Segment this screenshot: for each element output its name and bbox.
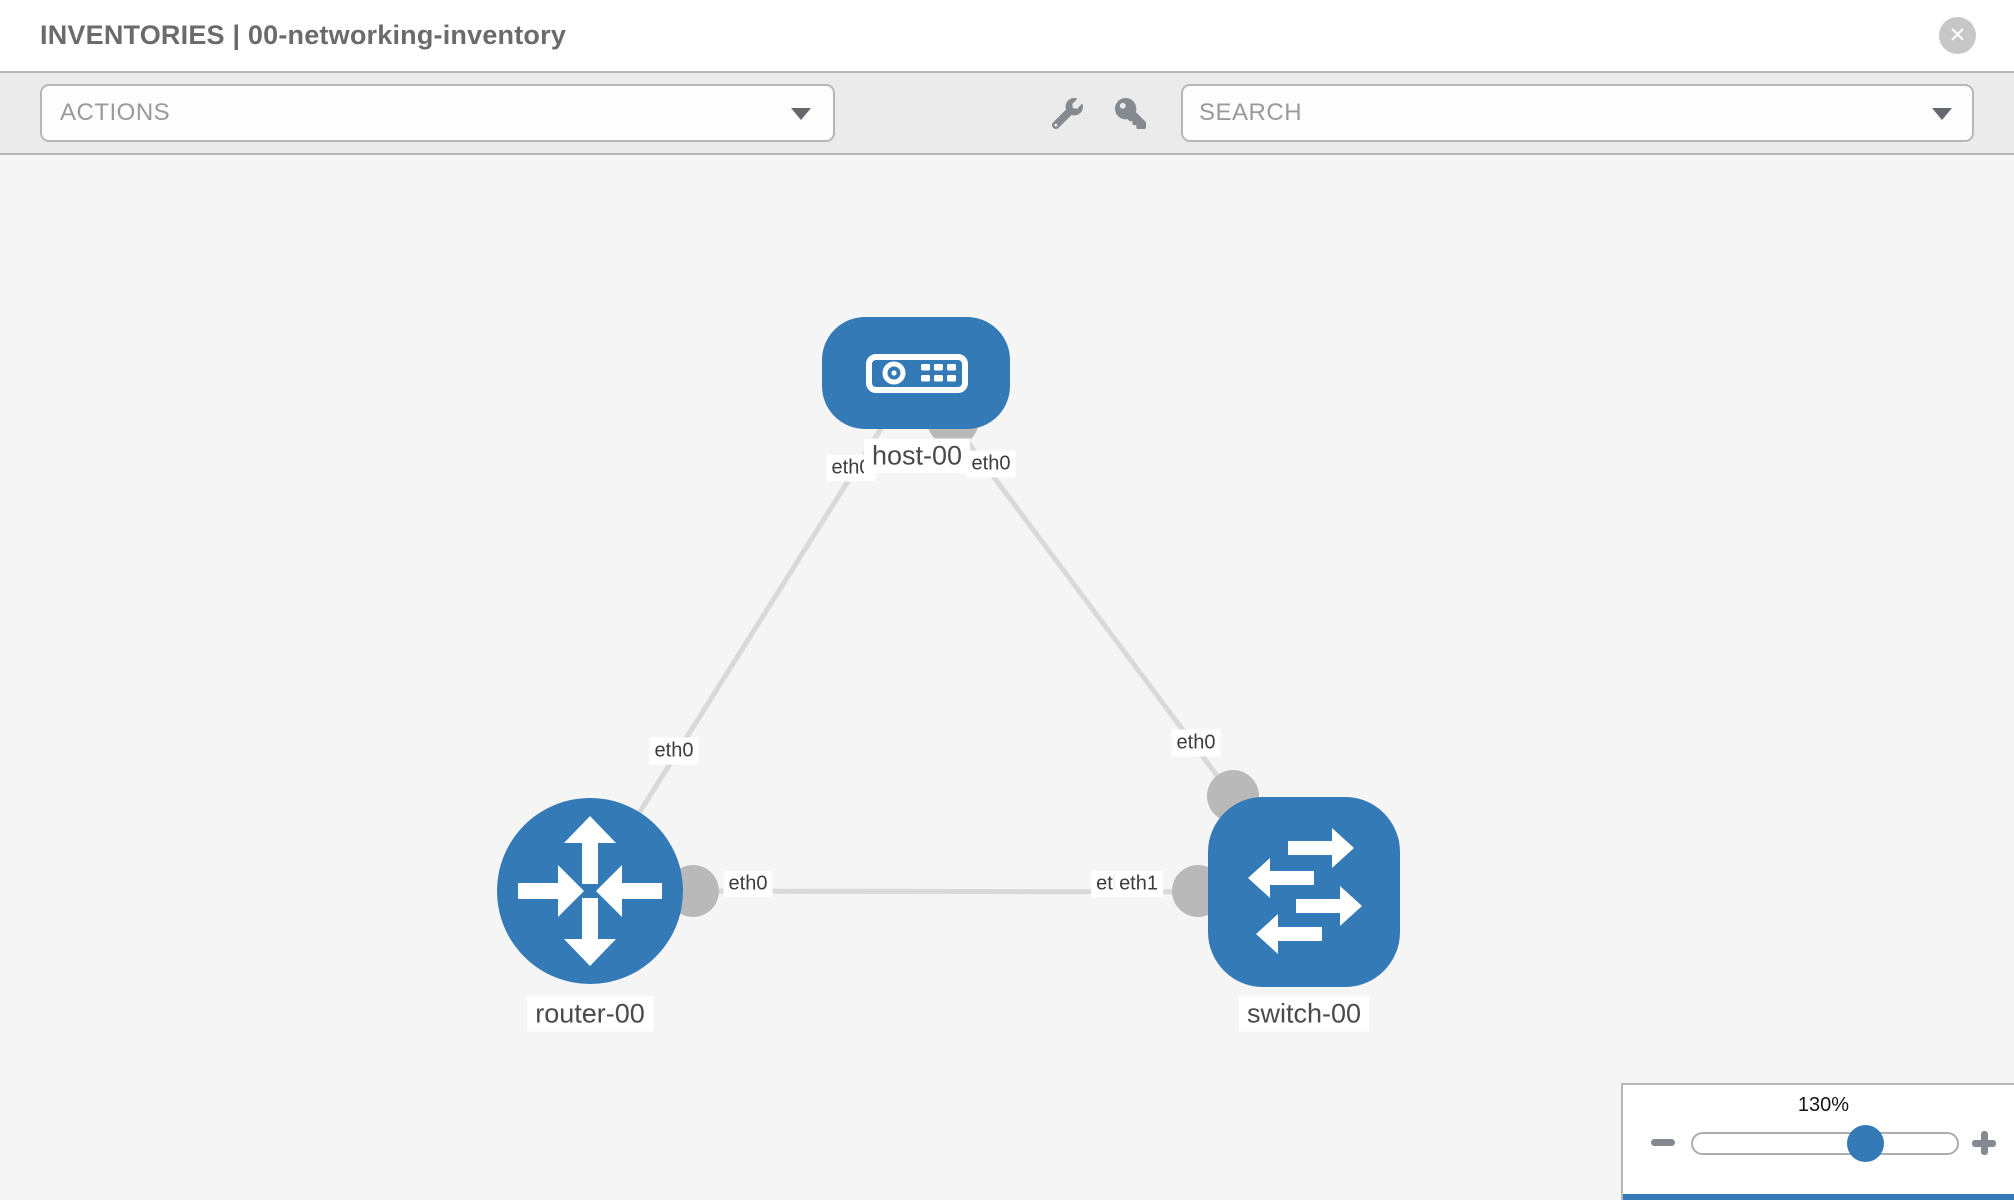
- zoom-out-button[interactable]: [1651, 1139, 1675, 1146]
- zoom-slider[interactable]: [1691, 1132, 1959, 1155]
- zoom-panel: 130%: [1621, 1083, 2014, 1200]
- interface-label-switch-top: eth0: [1171, 729, 1221, 757]
- interface-label-switch-left-cluster: eth0 eth1: [1091, 870, 1163, 898]
- node-label-host: host-00: [863, 438, 971, 474]
- host-icon: [866, 354, 968, 393]
- zoom-slider-handle[interactable]: [1847, 1125, 1884, 1162]
- toolbar: ACTIONS: [0, 71, 2014, 155]
- interface-label-switch-left: eth1: [1114, 870, 1163, 898]
- close-button[interactable]: ✕: [1939, 17, 1976, 54]
- wrench-icon: [1051, 97, 1083, 134]
- zoom-in-button[interactable]: [1972, 1131, 1996, 1155]
- router-icon: [518, 816, 662, 966]
- interface-label-host-right: eth0: [966, 450, 1016, 478]
- zoom-value: 130%: [1797, 1094, 1850, 1116]
- close-icon: ✕: [1948, 24, 1967, 47]
- node-switch[interactable]: [1208, 797, 1400, 987]
- configure-button[interactable]: [1049, 97, 1085, 134]
- panel-footer-accent: [1623, 1194, 2014, 1200]
- interface-label-router-right: eth0: [723, 870, 773, 898]
- page-title: INVENTORIES | 00-networking-inventory: [40, 20, 567, 50]
- node-router[interactable]: [497, 798, 683, 984]
- interface-label-router-top: eth0: [649, 737, 699, 765]
- chevron-down-icon: [791, 108, 811, 120]
- node-label-switch: switch-00: [1238, 996, 1370, 1032]
- chevron-down-icon: [1932, 108, 1952, 120]
- key-icon: [1114, 98, 1146, 134]
- search-input[interactable]: [1199, 99, 1899, 127]
- node-host[interactable]: [822, 317, 1010, 429]
- actions-dropdown-label: ACTIONS: [60, 99, 171, 126]
- switch-icon: [1248, 828, 1362, 954]
- credentials-button[interactable]: [1112, 98, 1148, 134]
- interface-label-host-left: eth0: [826, 454, 876, 482]
- page-header: INVENTORIES | 00-networking-inventory ✕: [0, 0, 2014, 71]
- node-label-router: router-00: [527, 996, 653, 1032]
- actions-dropdown[interactable]: ACTIONS: [40, 84, 835, 142]
- search-dropdown[interactable]: [1181, 84, 1974, 142]
